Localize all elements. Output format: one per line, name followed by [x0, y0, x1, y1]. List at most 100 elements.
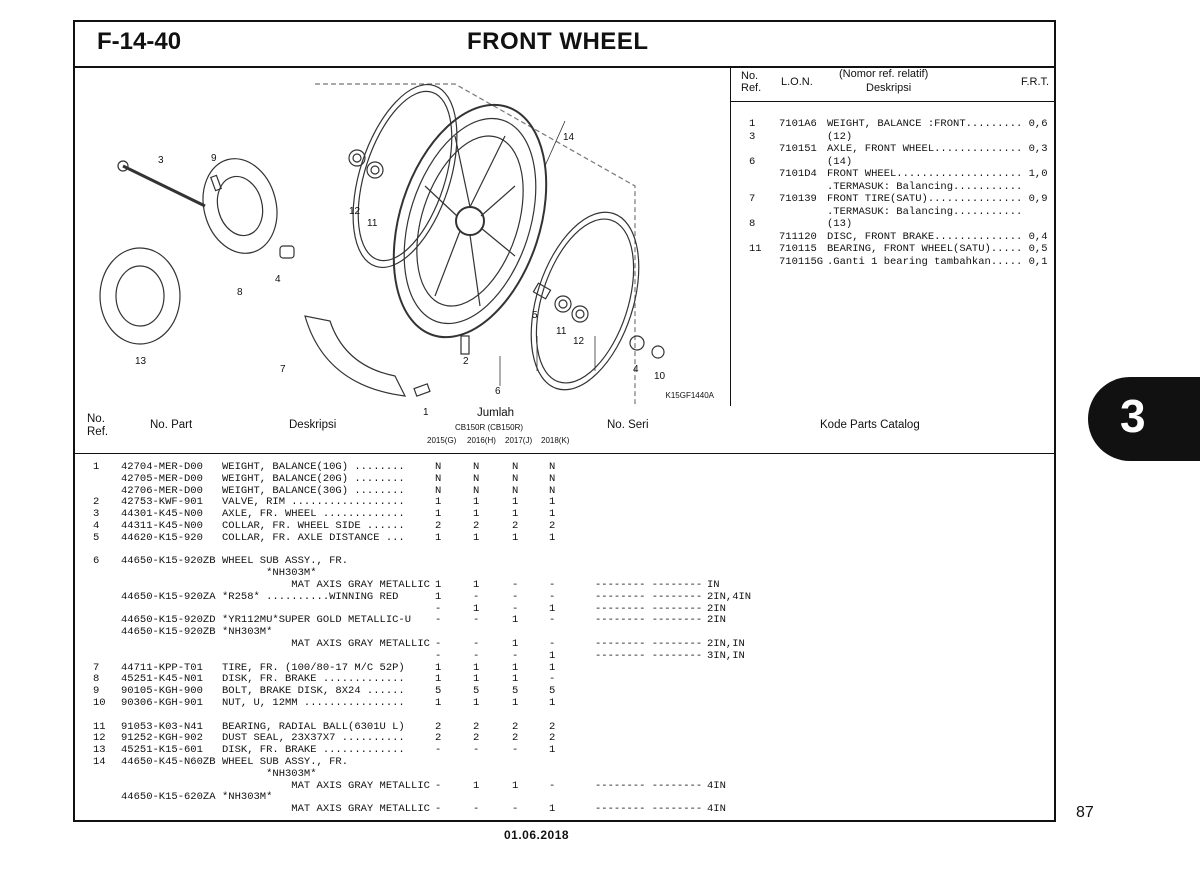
no-seri: -------- -------- [595, 579, 703, 591]
ref: 9 [93, 685, 100, 698]
lon-panel: No. Ref. L.O.N. (Nomor ref. relatif) Des… [731, 66, 1056, 406]
desc: BEARING, RADIAL BALL(6301U L) [222, 720, 405, 733]
desc: NUT, U, 12MM ................ [222, 697, 405, 709]
ref: 4 [93, 520, 100, 532]
qty-2016: 1 [473, 602, 480, 615]
lon-text: (14) [827, 155, 853, 168]
callout: 11 [367, 218, 378, 229]
qty-2016: 1 [473, 508, 480, 521]
front-wheel-drawing [99, 83, 665, 406]
part: 90306-KGH-901 [121, 697, 203, 709]
part: 45251-K15-601 [121, 744, 203, 757]
ref: 6 [93, 555, 100, 568]
desc: *R258* ..........WINNING RED [222, 590, 399, 603]
desc: WEIGHT, BALANCE(30G) ........ [222, 484, 405, 497]
lon-col-desc-top: (Nomor ref. relatif) [839, 68, 929, 80]
desc: *NH303M* [222, 791, 273, 804]
desc: DISK, FR. BRAKE ............. [222, 673, 405, 686]
qty-2017: 1 [512, 661, 519, 674]
part: 45251-K45-N01 [121, 673, 203, 686]
qty-2015: 2 [435, 732, 442, 745]
qty-2015: 1 [435, 590, 442, 603]
ref: 10 [93, 697, 106, 709]
qty-2018: 1 [549, 602, 556, 615]
qty-2015: - [435, 649, 442, 662]
ref: 3 [93, 508, 100, 521]
qty-2018: 1 [549, 531, 556, 544]
qty-2016: 1 [473, 697, 480, 709]
part: 44311-K45-N00 [121, 520, 203, 532]
qty-2018: 1 [549, 649, 556, 662]
page-title: FRONT WHEEL [467, 28, 649, 55]
qty-2017: 2 [512, 720, 519, 733]
qty-2017: - [512, 579, 519, 591]
lon-lon: 711120 [779, 230, 817, 243]
callout: 9 [211, 153, 217, 164]
parts-table: No. Ref. No. Part Deskripsi Jumlah CB150… [75, 407, 1054, 822]
qty-2015: 1 [435, 531, 442, 544]
desc: BOLT, BRAKE DISK, 8X24 ...... [222, 685, 405, 698]
lon-lon: 710115G [779, 255, 824, 268]
qty-2018: 1 [549, 697, 556, 709]
desc: MAT AXIS GRAY METALLIC [222, 579, 430, 591]
callout: 11 [556, 326, 567, 337]
qty-2015: 1 [435, 697, 442, 709]
lon-ref: 7 [749, 193, 756, 205]
qty-2018: - [549, 579, 556, 591]
desc: DISK, FR. BRAKE ............. [222, 744, 405, 757]
catalog-page-frame: F-14-40 FRONT WHEEL [73, 20, 1056, 822]
qty-2015: N [435, 461, 442, 473]
table-row: -1-1-------- --------2IN [75, 603, 1054, 615]
lon-lon: 710151 [779, 143, 817, 155]
col-no-seri: No. Seri [607, 419, 649, 431]
ref: 5 [93, 531, 100, 544]
qty-2016: - [473, 590, 480, 603]
part: 44650-K15-920ZB [121, 555, 216, 568]
qty-2017: 5 [512, 685, 519, 698]
col-no-ref: No. Ref. [87, 413, 109, 438]
qty-2016: 1 [473, 579, 480, 591]
table-row: 44650-K15-920ZB*NH303M* [75, 626, 1054, 638]
desc: COLLAR, FR. WHEEL SIDE ...... [222, 520, 405, 532]
desc: WEIGHT, BALANCE(20G) ........ [222, 472, 405, 485]
kode-catalog: 4IN [707, 803, 726, 816]
kode-catalog: 2IN,IN [707, 638, 745, 650]
part: 44650-K15-920ZD [121, 614, 216, 627]
desc: MAT AXIS GRAY METALLIC [222, 803, 430, 816]
qty-2017: 1 [512, 779, 519, 792]
qty-2017: 1 [512, 531, 519, 544]
lon-text: BEARING, FRONT WHEEL(SATU)..... 0,5 [827, 243, 1048, 255]
col-no-part: No. Part [150, 419, 193, 431]
part: 44650-K15-620ZA [121, 791, 216, 804]
callout: 12 [349, 206, 361, 217]
callout: 12 [573, 336, 585, 347]
callout: 14 [563, 132, 575, 143]
col-deskripsi: Deskripsi [289, 419, 337, 431]
lon-text: .Ganti 1 bearing tambahkan..... 0,1 [827, 255, 1048, 268]
lon-text: FRONT WHEEL.................... 1,0 [827, 168, 1048, 180]
col-2015: 2015(G) [427, 436, 457, 445]
qty-2017: - [512, 649, 519, 662]
lon-text: (13) [827, 218, 853, 230]
qty-2018: 2 [549, 520, 556, 532]
part: 44650-K15-920ZA [121, 590, 216, 603]
desc: *YR112MU*SUPER GOLD METALLIC-U [222, 614, 412, 627]
qty-2015: 2 [435, 720, 442, 733]
section-code: F-14-40 [97, 28, 182, 55]
ref: 14 [93, 756, 106, 768]
table-row: MAT AXIS GRAY METALLIC---1-------- -----… [75, 803, 1054, 815]
qty-2017: 1 [512, 614, 519, 627]
col-model: CB150R (CB150R) [455, 423, 524, 432]
lon-ref: 1 [749, 118, 756, 130]
callout: 3 [158, 155, 164, 166]
desc: *NH303M* [222, 567, 317, 580]
part: 44650-K15-920ZB [121, 626, 216, 639]
qty-2015: 5 [435, 685, 442, 698]
qty-2018: 1 [549, 803, 556, 816]
qty-2017: - [512, 744, 519, 757]
